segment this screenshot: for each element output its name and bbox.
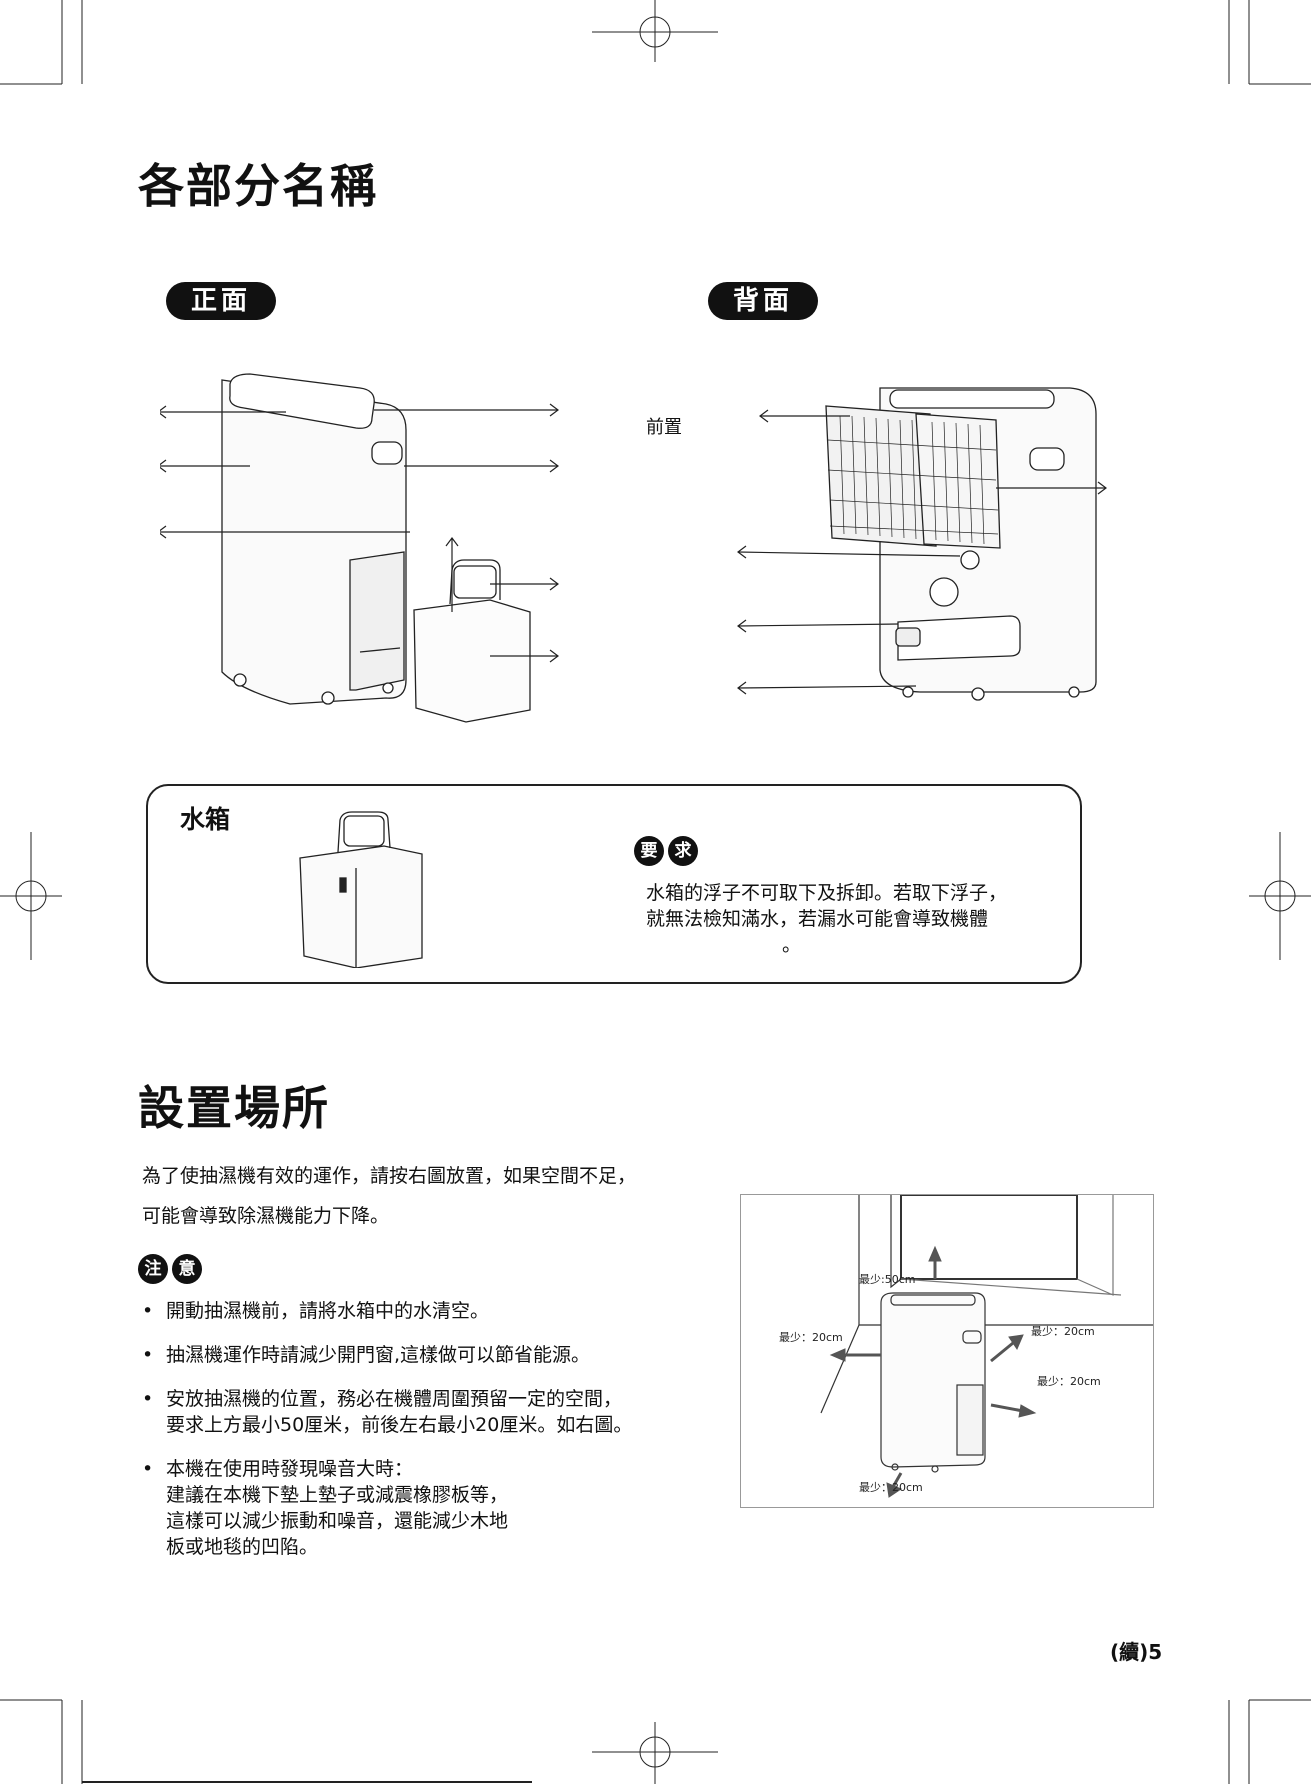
clearance-left-label: 最少：20cm [779, 1331, 843, 1344]
clearance-diagram: 最少:50cm 最少：20cm 最少：20cm 最少：20cm 最少：20cm [740, 1194, 1154, 1508]
requirement-text: 水箱的浮子不可取下及拆卸。若取下浮子， 就無法檢知滿水，若漏水可能會導致機體 。 [646, 880, 1007, 958]
intro-paragraph: 為了使抽濕機有效的運作，請按右圖放置，如果空間不足， 可能會導致除濕機能力下降。 [142, 1156, 636, 1236]
back-label: 背面 [708, 282, 818, 320]
clearance-bottom-label: 最少：20cm [859, 1481, 923, 1494]
caution-char-1: 注 [138, 1254, 168, 1284]
section-title-parts: 各部分名稱 [138, 159, 378, 213]
water-tank-panel: 水箱 要求 水箱的浮子不可取下及拆卸。若取下浮子， 就無法檢知滿水，若漏水可能會… [146, 784, 1082, 984]
water-tank-illustration [299, 811, 423, 968]
front-view-illustration [160, 373, 559, 723]
clearance-right-upper-label: 最少：20cm [1031, 1325, 1095, 1338]
requirement-line: 就無法檢知滿水，若漏水可能會導致機體 [646, 908, 989, 930]
water-tank-title: 水箱 [180, 805, 231, 834]
front-label: 正面 [166, 282, 276, 320]
page-number: (續)5 [1110, 1640, 1163, 1664]
requirement-badge: 要求 [634, 836, 702, 866]
clearance-diagram-art [820, 1195, 1153, 1498]
requirement-line: 水箱的浮子不可取下及拆卸。若取下浮子， [646, 882, 1008, 904]
intro-line: 可能會導致除濕機能力下降。 [142, 1205, 390, 1227]
clearance-right-lower-label: 最少：20cm [1037, 1375, 1101, 1388]
caution-badge: 注意 [138, 1254, 206, 1284]
requirement-char-2: 求 [668, 836, 698, 866]
requirement-line: 。 [782, 934, 802, 956]
back-callout-label: 前置 [646, 417, 682, 438]
clearance-top-label: 最少:50cm [859, 1273, 916, 1286]
list-item: •安放抽濕機的位置，務必在機體周圍預留一定的空間，要求上方最小50厘米，前後左右… [142, 1388, 633, 1436]
list-item: • 開動抽濕機前，請將水箱中的水清空。 [142, 1300, 490, 1322]
list-item: •本機在使用時發現噪音大時：建議在本機下墊上墊子或減震橡膠板等，這樣可以減少振動… [142, 1458, 509, 1558]
list-item: •抽濕機運作時請減少開門窗,這樣做可以節省能源。 [142, 1344, 591, 1366]
requirement-char-1: 要 [634, 836, 664, 866]
caution-char-2: 意 [172, 1254, 202, 1284]
intro-line: 為了使抽濕機有效的運作，請按右圖放置，如果空間不足， [142, 1165, 637, 1187]
section-title-location: 設置場所 [138, 1081, 330, 1135]
caution-list: • 開動抽濕機前，請將水箱中的水清空。 •抽濕機運作時請減少開門窗,這樣做可以節… [142, 1298, 742, 1578]
back-view-illustration [737, 387, 1107, 701]
